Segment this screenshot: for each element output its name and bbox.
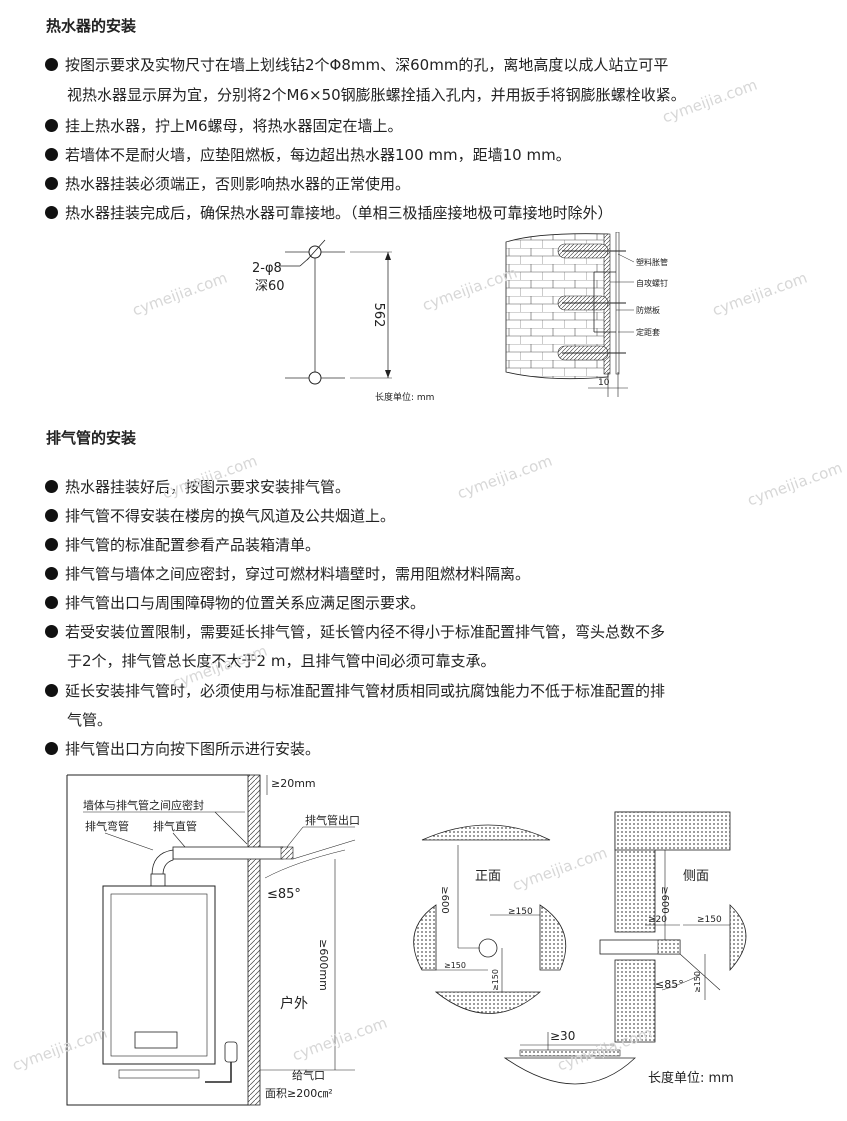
unit-label: 长度单位: mm: [375, 391, 434, 403]
watermark: cymeijia.com: [454, 451, 555, 503]
bullet-icon: [45, 684, 58, 697]
dim-600mm: ≥600mm: [317, 939, 330, 991]
angle-85: ≤85°: [267, 887, 301, 902]
dim-150-side-right: ≥150: [697, 915, 722, 925]
bullet-item: 延长安装排气管时，必须使用与标准配置排气管材质相同或抗腐蚀能力不低于标准配置的排: [45, 678, 665, 704]
bullet-continuation: 视热水器显示屏为宜，分别将2个M6×50钢膨胀螺拴插入孔内，并用扳手将钢膨胀螺栓…: [67, 86, 686, 104]
dim-20-side: ≥20: [648, 915, 667, 925]
watermark: cymeijia.com: [709, 268, 810, 320]
bullet-icon: [45, 742, 58, 755]
bullet-item: 热水器挂装完成后，确保热水器可靠接地。（单相三极插座接地极可靠接地时除外）: [45, 200, 613, 226]
dim-600-side: ≥600: [659, 886, 670, 913]
bullet-item: 排气管出口方向按下图所示进行安装。: [45, 736, 320, 762]
bullet-item: 排气管出口与周围障碍物的位置关系应满足图示要求。: [45, 590, 425, 616]
label-straight: 排气直管: [153, 819, 197, 833]
dim-150-front-left: ≥150: [444, 961, 466, 970]
depth-label: 深60: [255, 279, 285, 294]
dimension-562: 562: [371, 303, 386, 328]
bullet-item: 挂上热水器，拧上M6螺母，将热水器固定在墙上。: [45, 113, 403, 139]
label-spacer: 定距套: [636, 327, 660, 337]
label-inlet: 给气口: [292, 1068, 325, 1082]
label-screw: 自攻螺钉: [636, 278, 668, 288]
bullet-icon: [45, 58, 58, 71]
section-title-heater: 热水器的安装: [46, 17, 137, 35]
bullet-item: 热水器挂装必须端正，否则影响热水器的正常使用。: [45, 171, 410, 197]
label-side: 侧面: [683, 869, 709, 884]
section-title-flue: 排气管的安装: [46, 429, 137, 447]
watermark: cymeijia.com: [129, 268, 230, 320]
drilling-diagram: 2-φ8 深60 562 长度单位: mm: [252, 239, 434, 403]
bullet-icon: [45, 148, 58, 161]
bullet-icon: [45, 119, 58, 132]
dim-150-front-bottom: ≥150: [491, 969, 500, 991]
bullet-item: 热水器挂装好后，按图示要求安装排气管。: [45, 474, 350, 500]
bullet-continuation: 于2个，排气管总长度不大于2 m，且排气管中间必须可靠支承。: [67, 652, 496, 670]
bullet-item: 按图示要求及实物尺寸在墙上划线钻2个Φ8mm、深60mm的孔，离地高度以成人站立…: [45, 52, 668, 78]
bullet-icon: [45, 177, 58, 190]
bullet-icon: [45, 596, 58, 609]
bullet-item: 排气管的标准配置参看产品装箱清单。: [45, 532, 320, 558]
label-board: 防燃板: [636, 305, 660, 315]
label-outlet: 排气管出口: [305, 813, 360, 827]
unit-label-2: 长度单位: mm: [648, 1070, 734, 1086]
hole-label: 2-φ8: [252, 261, 282, 276]
bullet-icon: [45, 625, 58, 638]
bullet-icon: [45, 206, 58, 219]
label-outdoor: 户外: [280, 995, 308, 1012]
angle-85-side: ≤85°: [655, 978, 684, 991]
bullet-continuation: 气管。: [67, 711, 113, 729]
label-elbow: 排气弯管: [85, 819, 129, 833]
clearance-diagram: ≥600 正面 ≥150 ≥150 ≥150 ≥600 侧面 ≥20 ≥150 …: [413, 811, 747, 1086]
dim-20mm: ≥20mm: [271, 777, 316, 790]
bullet-icon: [45, 480, 58, 493]
dim-10: 10: [598, 378, 610, 388]
dim-150-front-top: ≥150: [508, 907, 533, 917]
bullet-icon: [45, 538, 58, 551]
label-plastic-tube: 塑料胀管: [636, 257, 668, 267]
bullet-item: 若受安装位置限制，需要延长排气管，延长管内径不得小于标准配置排气管，弯头总数不多: [45, 619, 665, 645]
label-front: 正面: [475, 869, 501, 884]
bullet-icon: [45, 567, 58, 580]
flue-installation-diagram: ≥20mm 墙体与排气管之间应密封 排气弯管 排气直管 排气管出口 ≤85° ≥…: [66, 774, 360, 1106]
dim-600-front: ≥600: [439, 886, 450, 913]
label-seal: 墙体与排气管之间应密封: [83, 798, 204, 812]
dim-150-side-bottom: ≥150: [693, 971, 702, 993]
bullet-item: 若墙体不是耐火墙，应垫阻燃板，每边超出热水器100 mm，距墙10 mm。: [45, 142, 571, 168]
watermark: cymeijia.com: [744, 458, 845, 510]
dim-30: ≥30: [550, 1029, 575, 1043]
bullet-icon: [45, 509, 58, 522]
bullet-item: 排气管与墙体之间应密封，穿过可燃材料墙壁时，需用阻燃材料隔离。: [45, 561, 530, 587]
label-area: 面积≥200㎝²: [265, 1087, 333, 1100]
wall-section-diagram: 塑料胀管 自攻螺钉 防燃板 定距套 10: [505, 232, 668, 397]
bullet-item: 排气管不得安装在楼房的换气风道及公共烟道上。: [45, 503, 395, 529]
